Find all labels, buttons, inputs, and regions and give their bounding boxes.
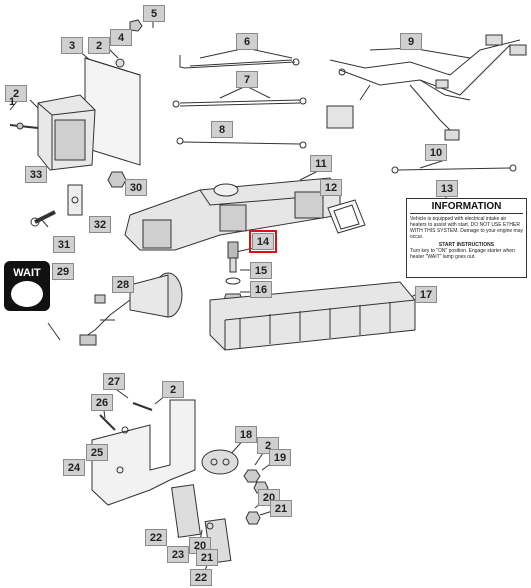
callout-32[interactable]: 32 [89,216,111,233]
callout-12[interactable]: 12 [320,179,342,196]
callout-29[interactable]: 29 [52,263,74,280]
callout-17[interactable]: 17 [415,286,437,303]
callout-19[interactable]: 19 [269,449,291,466]
callout-4[interactable]: 4 [110,29,132,46]
callout-7[interactable]: 7 [236,71,258,88]
callout-10[interactable]: 10 [425,144,447,161]
callout-15[interactable]: 15 [250,262,272,279]
callout-22-bottom[interactable]: 22 [190,569,212,586]
callout-14[interactable]: 14 [249,230,277,253]
information-title: INFORMATION [410,201,523,214]
information-decal: INFORMATION Vehicle is equipped with ele… [406,198,527,278]
information-body: Vehicle is equipped with electrical inta… [410,216,524,240]
callout-2-left[interactable]: 2 [5,85,27,102]
callout-27[interactable]: 27 [103,373,125,390]
callout-18[interactable]: 18 [235,426,257,443]
callout-3[interactable]: 3 [61,37,83,54]
callout-13[interactable]: 13 [436,180,458,197]
callout-2-mid[interactable]: 2 [162,381,184,398]
callout-30[interactable]: 30 [125,179,147,196]
wait-lamp-decal: WAIT [3,260,51,312]
callout-2-top[interactable]: 2 [88,37,110,54]
callout-28[interactable]: 28 [112,276,134,293]
information-subtitle: START INSTRUCTIONS [438,242,495,248]
callout-31[interactable]: 31 [53,236,75,253]
callout-23[interactable]: 23 [167,546,189,563]
callout-6[interactable]: 6 [236,33,258,50]
callout-25[interactable]: 25 [86,444,108,461]
callout-5[interactable]: 5 [143,5,165,22]
callout-11[interactable]: 11 [310,155,332,172]
callout-22-left[interactable]: 22 [145,529,167,546]
callout-24[interactable]: 24 [63,459,85,476]
callout-16[interactable]: 16 [250,281,272,298]
information-instructions: Turn key to "ON" position. Engage starte… [410,248,515,260]
callout-1[interactable]: 1 [8,96,16,108]
callout-33[interactable]: 33 [25,166,47,183]
wait-text: WAIT [13,267,41,279]
callout-21-mid[interactable]: 21 [196,549,218,566]
callout-8[interactable]: 8 [211,121,233,138]
callout-21-right[interactable]: 21 [270,500,292,517]
callout-26[interactable]: 26 [91,394,113,411]
callout-9[interactable]: 9 [400,33,422,50]
